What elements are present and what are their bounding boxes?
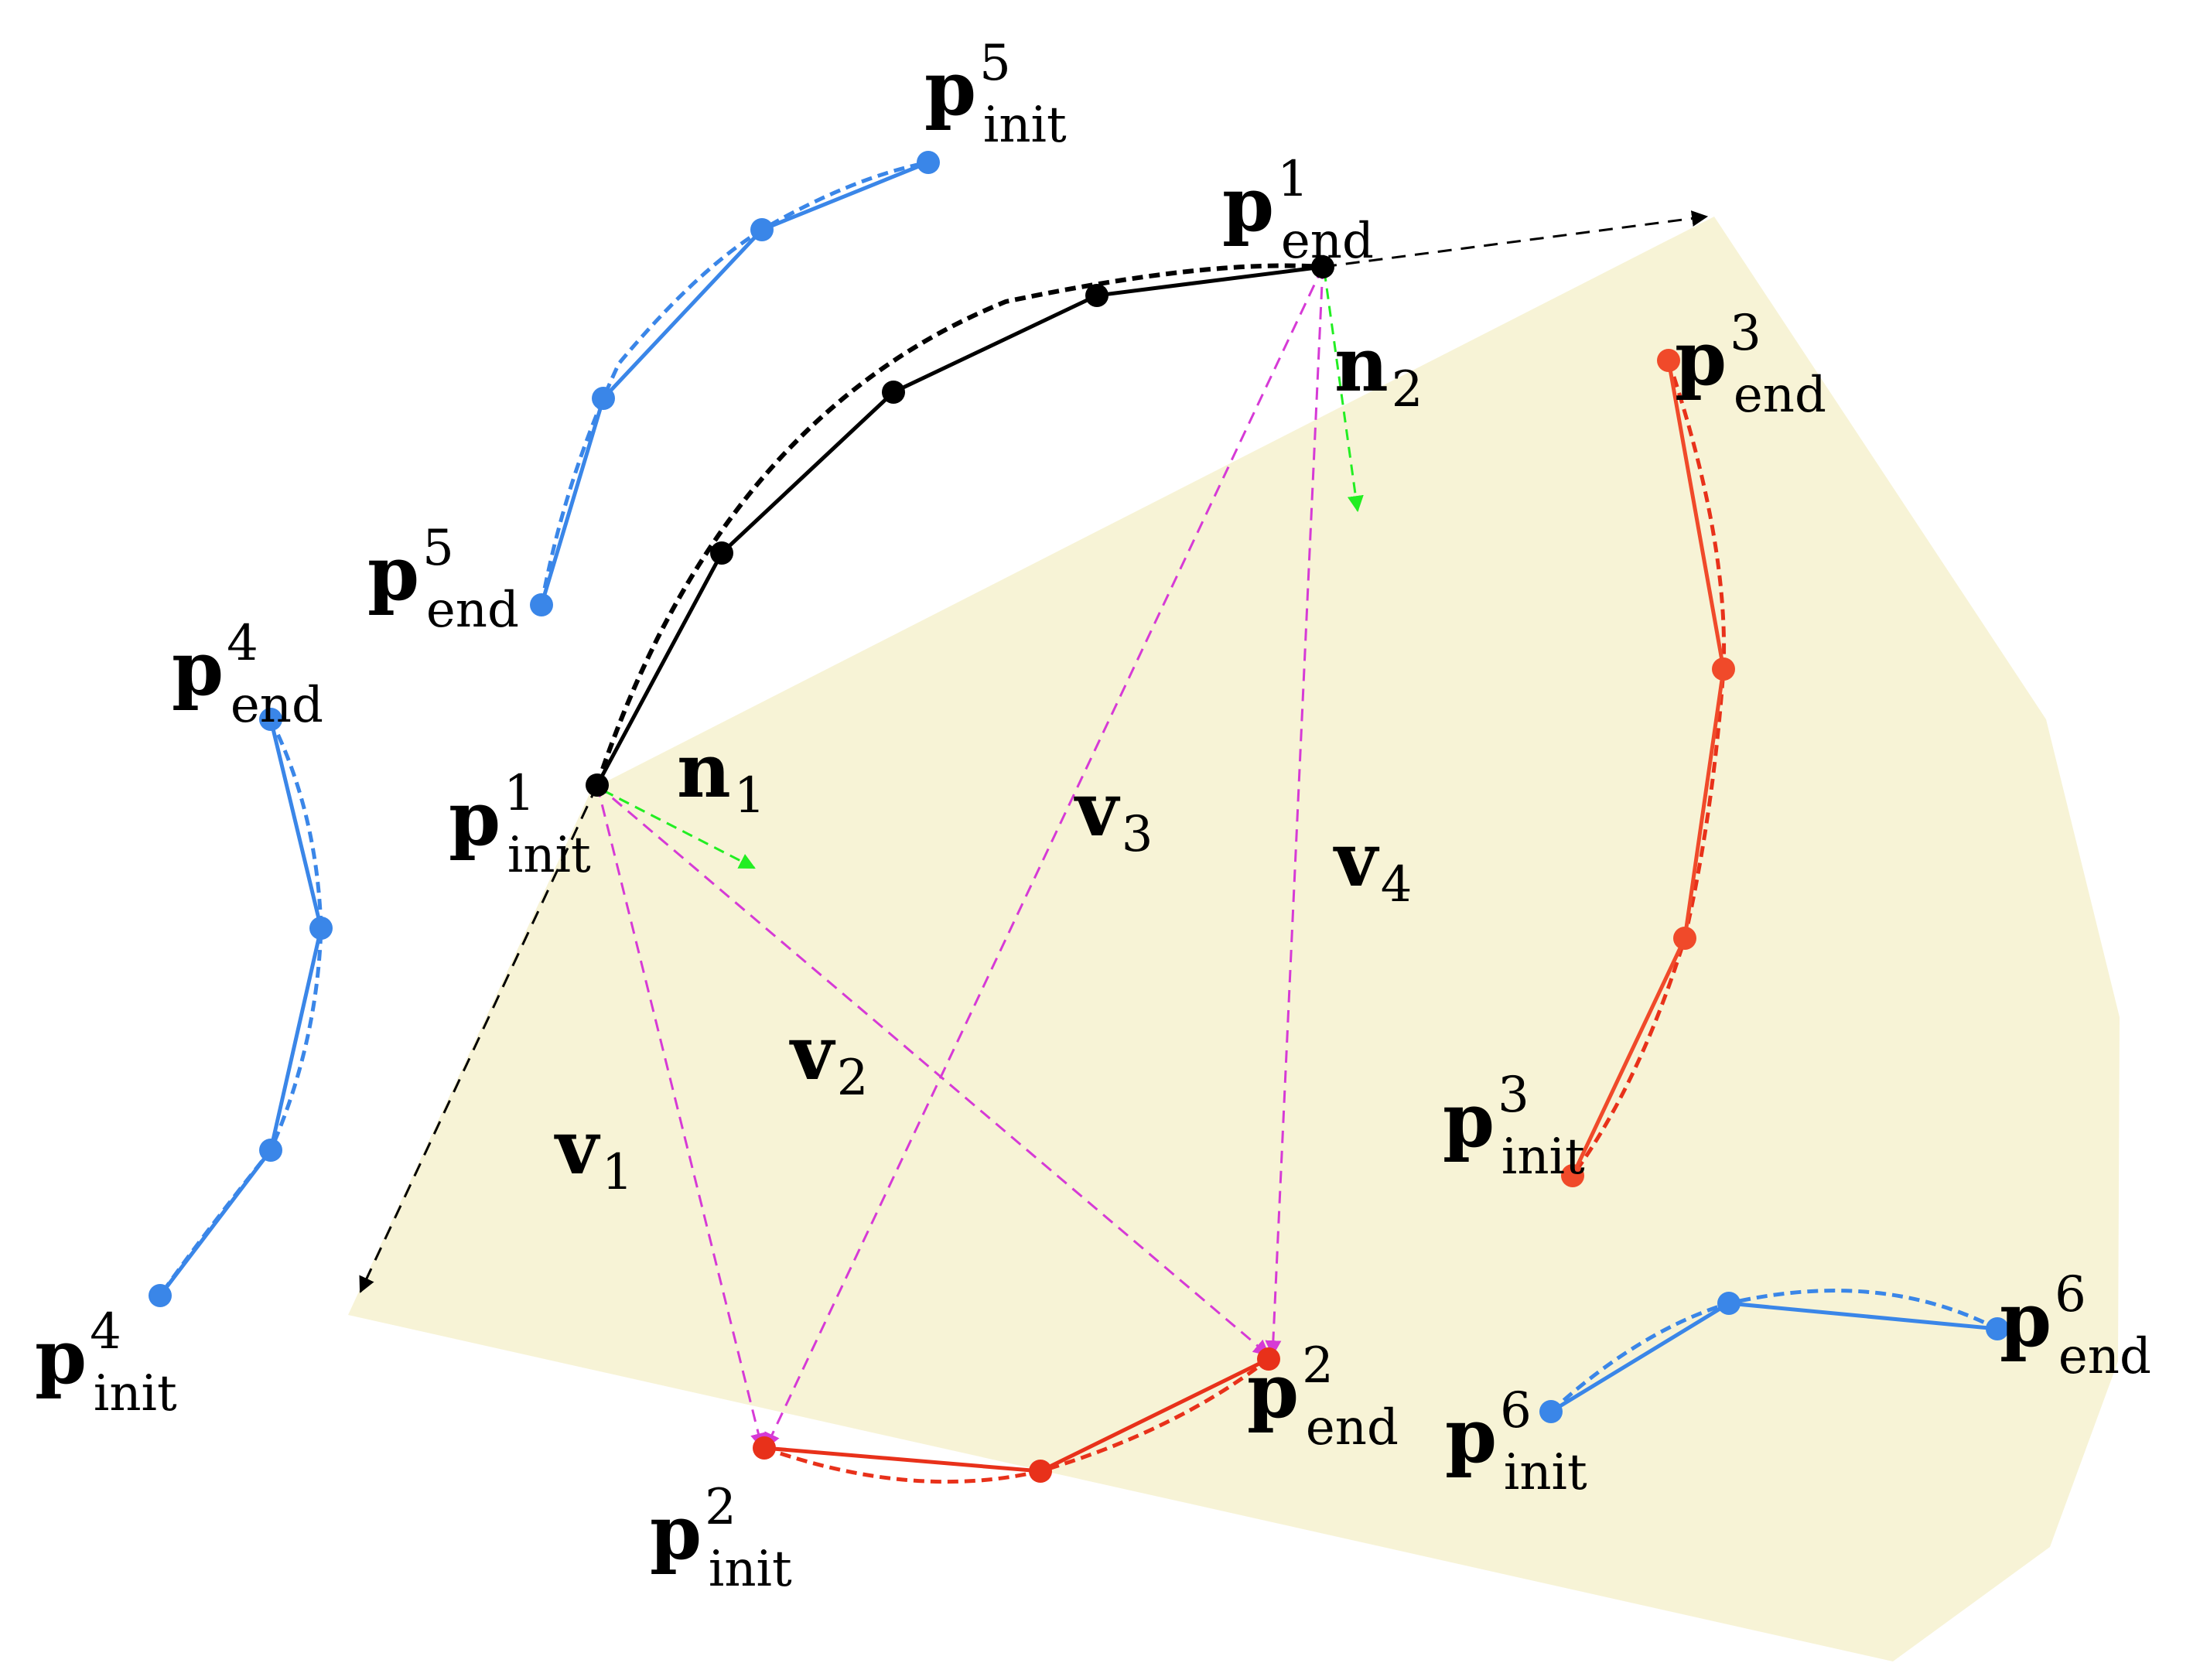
label-n1: n1 [677,727,766,825]
point-p4-end [259,708,282,731]
vector-v1 [596,784,767,1450]
point-p3-end [1657,349,1680,372]
point-p6-init [1539,1400,1563,1423]
point-p6-end [1986,1317,2009,1340]
label-n2: n2 [1334,321,1423,418]
curve-5-point [750,218,774,241]
curve-3-polyline [1570,360,1726,1177]
feasible-region [348,217,2120,1661]
point-p5-end [530,593,553,616]
curve-3-points [1561,349,1735,1187]
normal-n1 [603,789,756,869]
vector-v4 [1265,266,1324,1357]
curve-4-point [309,917,333,940]
point-p2-init [753,1436,776,1460]
point-p1-end [1311,255,1334,278]
label-v4: v4 [1333,816,1413,913]
curve-1-point [1085,284,1109,307]
normal-n2 [1323,270,1364,513]
curve-4-point [259,1139,282,1162]
curve-6-points [1539,1292,2009,1423]
point-p2-end [1257,1347,1280,1371]
point-p5-init [917,151,940,174]
curve-1-point [882,381,905,404]
tangent-line-init [359,784,599,1293]
curve-5-points [530,151,940,616]
label-v2: v2 [789,1009,869,1107]
curve-3-dashed [1570,360,1727,1177]
curve-6-dashed [1549,1289,1999,1413]
point-p1-init [586,773,609,797]
label-v1: v1 [554,1104,634,1201]
curve-4-polyline [159,719,323,1297]
curve-4-dashed [158,718,323,1297]
curve-2-points [753,1347,1280,1483]
curve-5-polyline [539,160,929,606]
curve-1-dashed [595,263,1324,786]
point-p4-init [149,1284,172,1307]
label-v3: v3 [1074,766,1153,863]
tangent-line-end [1322,210,1709,268]
curve-3-point [1712,657,1735,681]
vector-v2 [596,784,1270,1357]
curve-5-point [592,387,615,410]
point-p3-init [1561,1164,1584,1187]
curve-6-point [1717,1292,1741,1315]
vector-v3 [764,266,1324,1450]
curve-4-points [149,708,333,1307]
curve-3-point [1673,927,1696,950]
curve-5-dashed [539,160,929,606]
curve-2-point [1029,1460,1052,1483]
curve-1-point [710,541,733,565]
curve-1-points [586,255,1334,797]
